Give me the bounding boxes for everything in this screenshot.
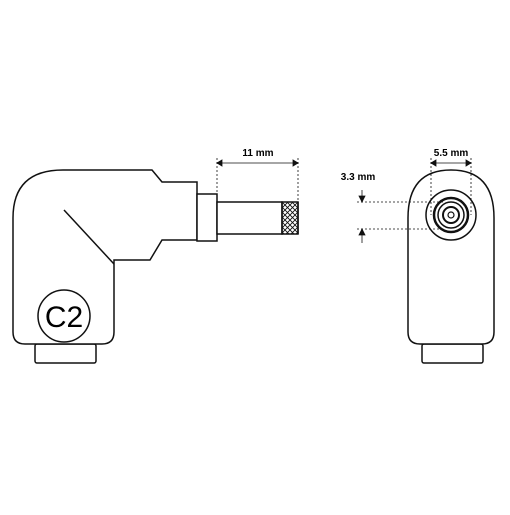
front-foot bbox=[421, 343, 484, 364]
model-badge: C2 bbox=[37, 289, 91, 343]
front-center-pin bbox=[447, 211, 455, 219]
front-view bbox=[407, 169, 495, 364]
inner-diameter-dimension bbox=[357, 190, 443, 243]
side-collar bbox=[196, 193, 218, 242]
tip-length-dimension bbox=[216, 158, 299, 200]
tip-length-label: 11 mm bbox=[242, 148, 273, 159]
side-crease bbox=[63, 209, 115, 265]
side-foot bbox=[34, 343, 97, 364]
inner-diameter-label: 3.3 mm bbox=[341, 172, 376, 183]
model-badge-label: C2 bbox=[45, 301, 83, 334]
side-pin-tip bbox=[281, 201, 299, 235]
side-pin bbox=[216, 201, 283, 235]
outer-diameter-label: 5.5 mm bbox=[434, 148, 469, 159]
outer-diameter-dimension bbox=[430, 158, 472, 215]
